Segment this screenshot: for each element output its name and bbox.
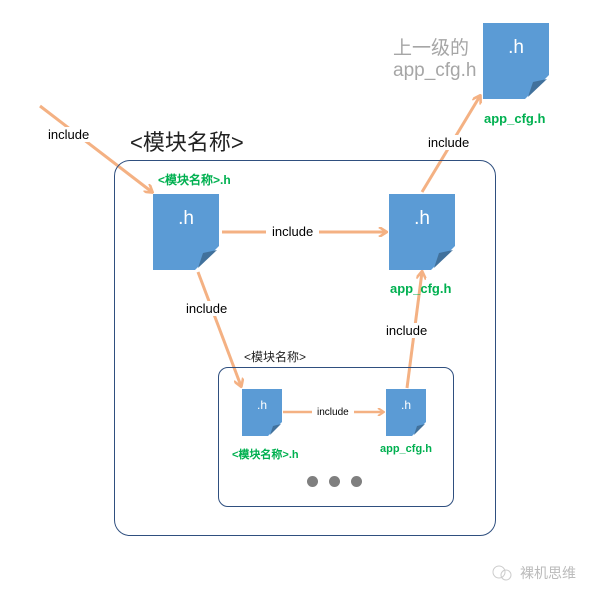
file-ext: .h bbox=[256, 398, 267, 412]
edge-label-external: include bbox=[48, 127, 90, 142]
parent-note: 上一级的 app_cfg.h bbox=[393, 38, 476, 82]
file-name-sub-module-h: <模块名称>.h bbox=[232, 449, 299, 461]
inner-module-title: <模块名称> bbox=[244, 350, 307, 364]
page-curl-icon bbox=[195, 246, 219, 270]
file-ext: .h bbox=[508, 37, 524, 58]
arrow-external-to-module bbox=[39, 104, 152, 192]
edge-label-module-to-sub: include bbox=[186, 301, 228, 316]
edge-label-cfg-to-parent: include bbox=[428, 135, 470, 150]
wechat-icon bbox=[492, 565, 512, 581]
file-icon-module-cfg[interactable]: .h bbox=[389, 194, 455, 270]
file-icon-parent-cfg[interactable]: .h bbox=[483, 23, 549, 99]
page-curl-icon bbox=[431, 246, 455, 270]
edge-label-subcfg-to-cfg: include bbox=[386, 323, 428, 338]
page-curl-icon bbox=[268, 422, 282, 436]
watermark: 裸机思维 bbox=[490, 563, 576, 583]
parent-note-line2: app_cfg.h bbox=[393, 60, 477, 81]
outer-module-title: <模块名称> bbox=[130, 130, 244, 155]
file-name-parent-cfg: app_cfg.h bbox=[484, 111, 546, 126]
inner-module-box bbox=[218, 367, 454, 507]
outer-module-box bbox=[114, 160, 496, 536]
file-ext: .h bbox=[414, 208, 430, 229]
ellipsis-dot bbox=[351, 476, 362, 487]
file-icon-sub-module-h[interactable]: .h bbox=[242, 389, 282, 436]
page-curl-icon bbox=[412, 422, 426, 436]
file-name-module-h: <模块名称>.h bbox=[158, 173, 231, 187]
file-icon-module-h[interactable]: .h bbox=[153, 194, 219, 270]
file-ext: .h bbox=[178, 208, 194, 229]
file-name-sub-cfg: app_cfg.h bbox=[380, 443, 432, 455]
ellipsis-dot bbox=[307, 476, 318, 487]
edge-label-sub-to-subcfg: include bbox=[312, 407, 354, 418]
parent-note-line1: 上一级的 bbox=[393, 38, 470, 59]
file-name-module-cfg: app_cfg.h bbox=[390, 281, 452, 296]
edge-label-module-to-cfg: include bbox=[266, 224, 320, 239]
ellipsis-dot bbox=[329, 476, 340, 487]
file-ext: .h bbox=[400, 398, 411, 412]
file-icon-sub-cfg[interactable]: .h bbox=[386, 389, 426, 436]
page-curl-icon bbox=[525, 75, 549, 99]
watermark-text: 裸机思维 bbox=[520, 565, 576, 581]
